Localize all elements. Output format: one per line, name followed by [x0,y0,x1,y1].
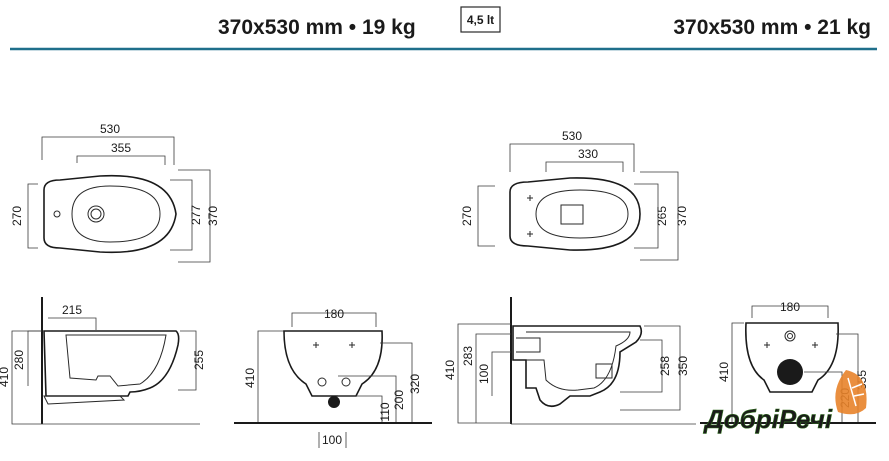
dim-wc-283: 283 [461,346,475,366]
dim-bidet-depth-outer: 370 [206,206,220,226]
dim-wc-depth-left: 270 [460,206,474,226]
logo-text: ДобріРечі [703,404,833,434]
dim-bidet-front-110: 110 [378,402,392,421]
bidet-top-view: 530 355 270 277 370 [10,122,220,263]
flush-volume-label: 4,5 lt [467,13,494,27]
dim-wc-width-outer: 530 [562,129,582,143]
dim-wc-depth-inner: 265 [655,206,669,226]
bidet-side-view: 215 410 280 255 [0,297,206,425]
dim-wc-100: 100 [477,364,491,384]
dim-wc-front-width: 180 [780,300,800,314]
dim-wc-258: 258 [658,356,672,376]
dim-bidet-width-inner: 355 [111,141,131,155]
bidet-spec-text: 370x530 mm • 19 kg [218,16,416,39]
dim-bidet-bottom-width: 100 [322,433,342,447]
wc-top-view: 530 330 270 265 370 [460,129,689,261]
wc-side-view: 410 283 100 258 350 [443,297,696,425]
dim-bidet-front-width: 180 [324,307,344,321]
flush-volume-badge: 4,5 lt [460,6,501,33]
dim-bidet-height-front: 255 [192,350,206,370]
dim-bidet-width-outer: 530 [100,122,120,136]
dim-bidet-front-height: 410 [243,368,257,388]
wc-spec-text: 370x530 mm • 21 kg [673,16,871,39]
bidet-front-view: 180 410 320 200 110 100 [234,307,432,448]
brand-logo: ДобріРечі [703,370,867,434]
dim-bidet-height-rim: 280 [12,350,26,370]
dim-wc-depth-outer: 370 [675,206,689,226]
dim-bidet-front-200: 200 [392,390,406,410]
dim-bidet-front-320: 320 [408,374,422,394]
logo-leaf-icon [835,370,867,415]
dim-bidet-top-offset: 215 [62,303,82,317]
dim-bidet-height-total: 410 [0,367,11,387]
dim-bidet-depth-inner: 277 [189,205,203,225]
dim-wc-width-inner: 330 [578,147,598,161]
dim-bidet-depth-left: 270 [10,206,24,226]
dim-wc-350: 350 [676,356,690,376]
dim-wc-height-total: 410 [443,360,457,380]
dim-wc-front-height: 410 [717,362,731,382]
